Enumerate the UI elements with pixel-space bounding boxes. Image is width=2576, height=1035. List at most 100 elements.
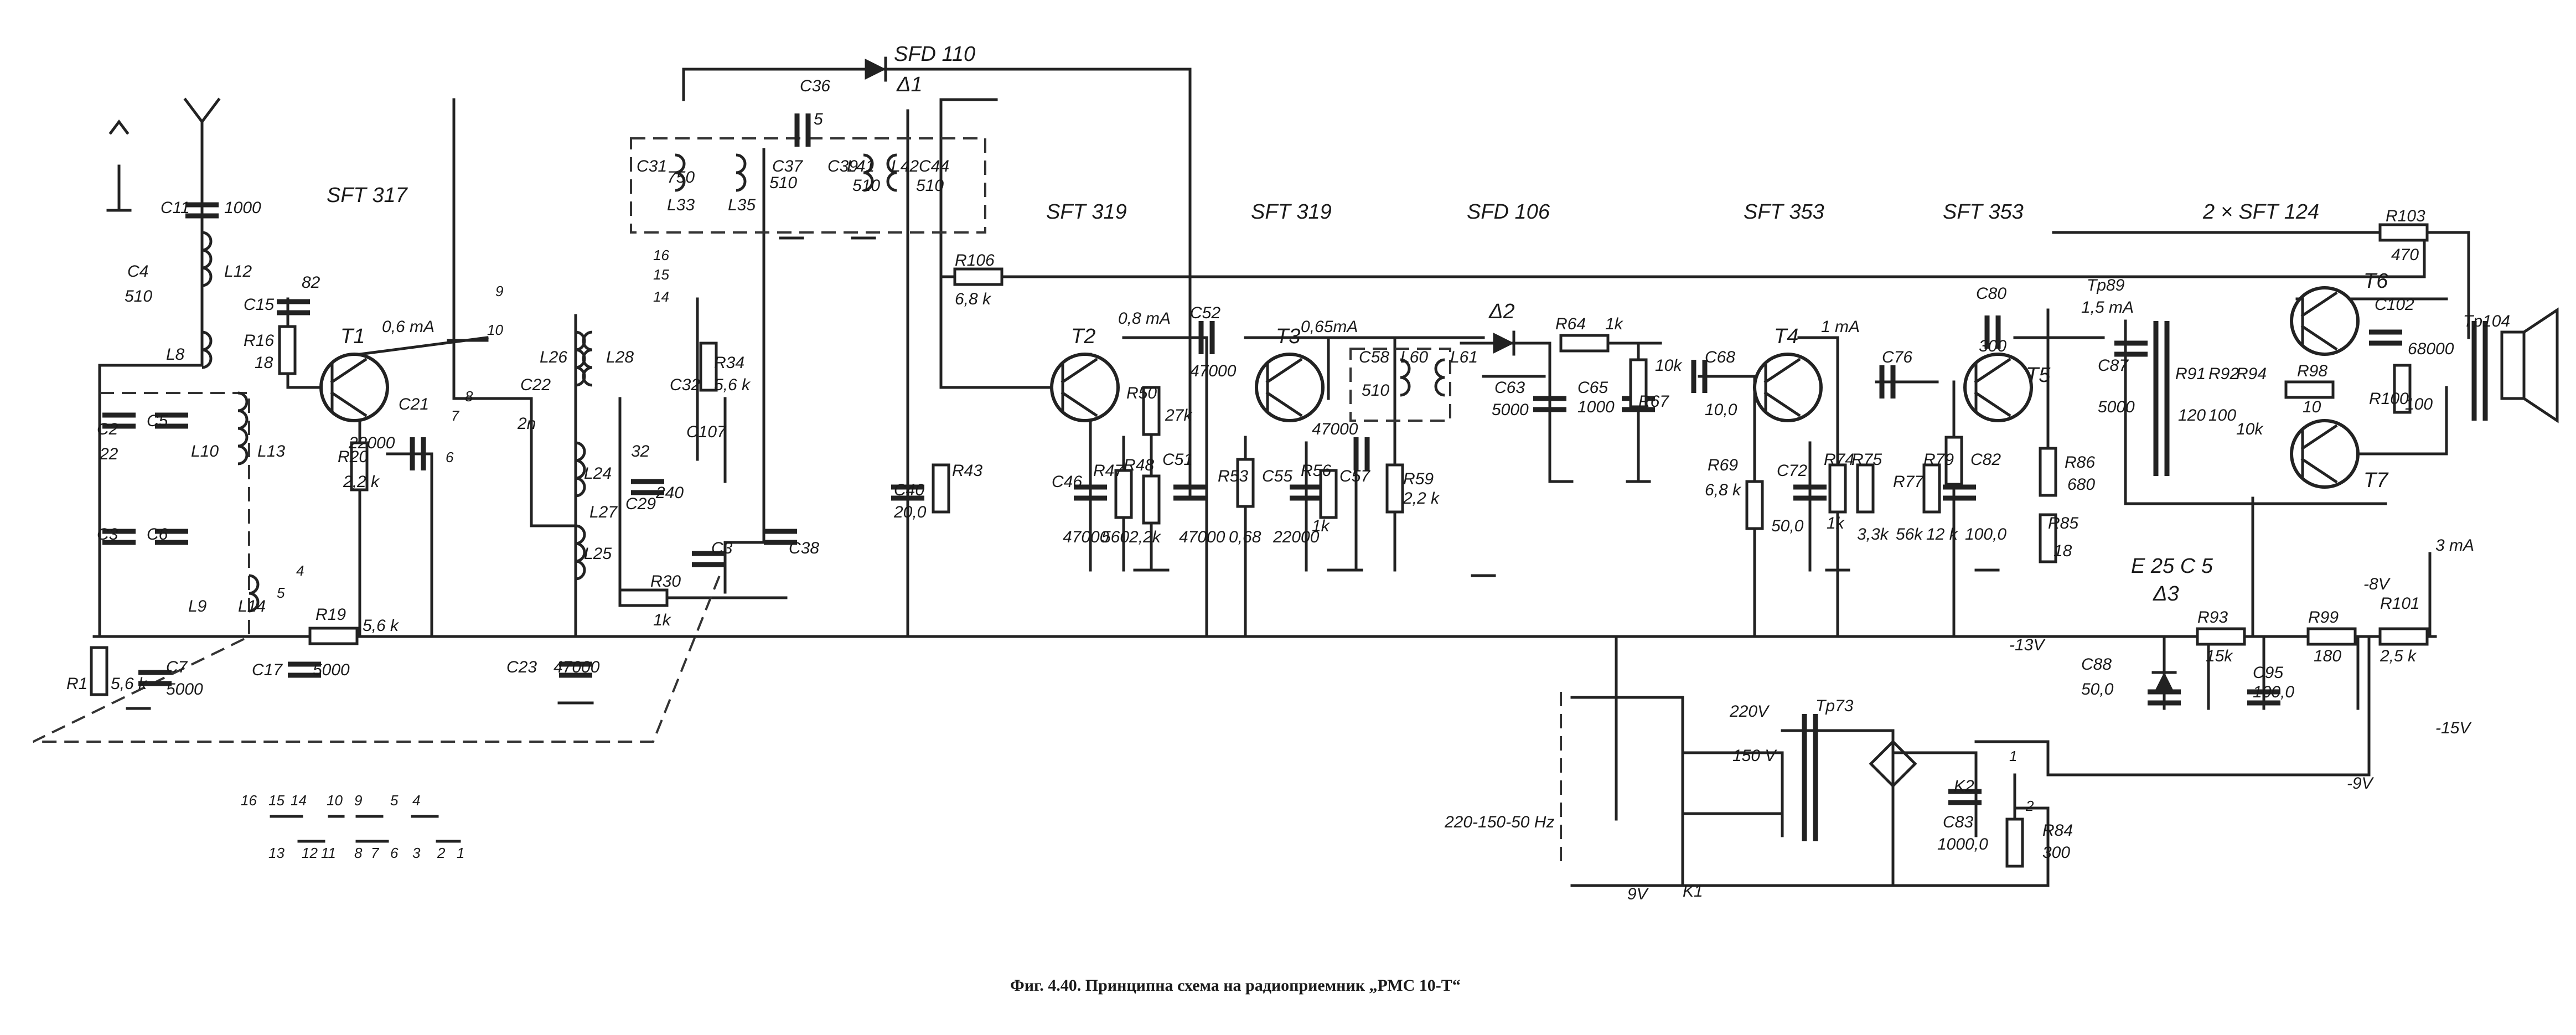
k2-pos1: 1 <box>2009 748 2017 764</box>
tr73-label: Tp73 <box>1815 697 1854 715</box>
svg-text:47000: 47000 <box>554 658 600 676</box>
svg-text:L27: L27 <box>589 503 618 521</box>
svg-text:R67: R67 <box>1638 392 1669 411</box>
v8-label: -8V <box>2363 575 2391 593</box>
svg-text:32: 32 <box>631 442 650 460</box>
antenna-icon <box>106 97 221 212</box>
svg-text:5: 5 <box>277 584 285 601</box>
mains-label: 220-150-50 Hz <box>1444 813 1554 831</box>
svg-text:10k: 10k <box>2236 420 2264 438</box>
svg-text:C46: C46 <box>1052 473 1082 491</box>
svg-text:C23: C23 <box>506 658 537 676</box>
svg-text:C102: C102 <box>2375 296 2414 314</box>
t7-label: T7 <box>2363 469 2389 492</box>
svg-text:C88: C88 <box>2081 655 2112 674</box>
svg-text:680: 680 <box>2067 475 2095 494</box>
svg-text:L26: L26 <box>540 348 567 366</box>
af2-semiconductor-label: SFT 353 <box>1943 200 2024 224</box>
svg-text:18: 18 <box>255 354 273 372</box>
svg-text:1: 1 <box>457 845 464 861</box>
svg-text:1000: 1000 <box>224 199 261 217</box>
svg-text:47000: 47000 <box>1312 420 1358 438</box>
svg-text:L25: L25 <box>584 545 612 563</box>
svg-text:C83: C83 <box>1943 813 1973 831</box>
svg-text:20,0: 20,0 <box>893 503 927 521</box>
svg-text:22000: 22000 <box>1273 528 1320 546</box>
svg-text:100,0: 100,0 <box>2253 683 2294 701</box>
shield-outlines <box>33 137 1562 863</box>
t1-current: 0,6 mA <box>382 318 434 336</box>
svg-text:R101: R101 <box>2380 594 2420 613</box>
ground-symbols <box>126 236 2000 710</box>
battery-label: 9V <box>1627 885 1649 903</box>
svg-text:560: 560 <box>1101 528 1129 546</box>
svg-text:5,6 k: 5,6 k <box>363 617 400 635</box>
figure-caption: Фиг. 4.40. Принципна схема на радиоприем… <box>1010 976 1461 995</box>
svg-text:R93: R93 <box>2197 608 2228 627</box>
svg-text:10: 10 <box>2303 398 2321 416</box>
svg-text:C37: C37 <box>772 157 803 175</box>
t5-label: T5 <box>2026 364 2051 387</box>
svg-text:R59: R59 <box>1403 470 1434 488</box>
svg-text:16: 16 <box>241 792 257 809</box>
svg-text:2,2 k: 2,2 k <box>343 473 380 491</box>
t3-label: T3 <box>1276 325 1300 348</box>
svg-text:2,2 k: 2,2 k <box>1403 489 1440 508</box>
svg-text:R19: R19 <box>315 606 346 624</box>
svg-text:R86: R86 <box>2065 453 2095 472</box>
agc-diode-label: SFD 110 <box>894 43 975 66</box>
svg-text:R50: R50 <box>1126 384 1157 402</box>
svg-text:R53: R53 <box>1218 467 1248 485</box>
svg-text:5000: 5000 <box>1492 401 1529 419</box>
v9-label: -9V <box>2347 774 2375 793</box>
svg-text:8: 8 <box>354 845 363 861</box>
svg-text:5000: 5000 <box>313 661 350 679</box>
svg-text:10,0: 10,0 <box>1705 401 1737 419</box>
detector-semiconductor-label: SFD 106 <box>1467 200 1550 224</box>
svg-text:C44: C44 <box>919 157 949 175</box>
svg-text:5000: 5000 <box>2098 398 2135 416</box>
svg-text:C58: C58 <box>1359 348 1389 366</box>
svg-text:240: 240 <box>655 484 684 502</box>
svg-text:3,3k: 3,3k <box>1857 525 1890 544</box>
tap220-label: 220V <box>1729 702 1770 721</box>
band-switch-legend: 16 15 14 10 9 5 4 13 12 11 8 7 6 3 2 1 <box>241 792 464 861</box>
svg-text:R43: R43 <box>952 462 982 480</box>
svg-text:C38: C38 <box>789 539 819 557</box>
svg-text:22: 22 <box>99 445 118 463</box>
svg-text:R79: R79 <box>1923 451 1954 469</box>
t4-label: T4 <box>1774 325 1798 348</box>
svg-text:L10: L10 <box>191 442 219 460</box>
capacitors <box>102 113 2402 805</box>
svg-text:C76: C76 <box>1882 348 1912 366</box>
svg-text:C32: C32 <box>670 376 700 394</box>
svg-text:L12: L12 <box>224 262 252 281</box>
svg-text:47000: 47000 <box>1063 528 1109 546</box>
svg-text:R16: R16 <box>244 332 274 350</box>
supply-current: 3 mA <box>2435 536 2474 555</box>
zener-ref: Δ3 <box>2153 582 2179 606</box>
svg-text:R98: R98 <box>2297 362 2327 380</box>
tap150-label: 150 V <box>1732 747 1777 765</box>
af1-semiconductor-label: SFT 353 <box>1744 200 1824 224</box>
svg-text:C3: C3 <box>711 539 733 557</box>
output-semiconductor-label: 2 × SFT 124 <box>2202 200 2319 224</box>
svg-text:4: 4 <box>412 792 420 809</box>
svg-text:5,6 k: 5,6 k <box>111 675 148 693</box>
transformers <box>1802 307 2559 841</box>
svg-text:5,6 k: 5,6 k <box>714 376 751 394</box>
svg-text:L9: L9 <box>188 597 207 615</box>
svg-text:R94: R94 <box>2236 365 2267 383</box>
svg-text:R77: R77 <box>1893 473 1924 491</box>
tr104-label: Tp104 <box>2463 312 2510 330</box>
svg-text:R48: R48 <box>1124 456 1154 474</box>
svg-text:R64: R64 <box>1555 315 1586 333</box>
svg-text:C87: C87 <box>2098 356 2129 375</box>
svg-text:L61: L61 <box>1450 348 1478 366</box>
svg-text:R56: R56 <box>1301 462 1331 480</box>
svg-text:R34: R34 <box>714 354 744 372</box>
t4-current: 1 mA <box>1821 318 1860 336</box>
svg-text:100: 100 <box>2208 406 2236 425</box>
svg-text:8: 8 <box>465 388 473 405</box>
svg-text:R74: R74 <box>1824 451 1854 469</box>
